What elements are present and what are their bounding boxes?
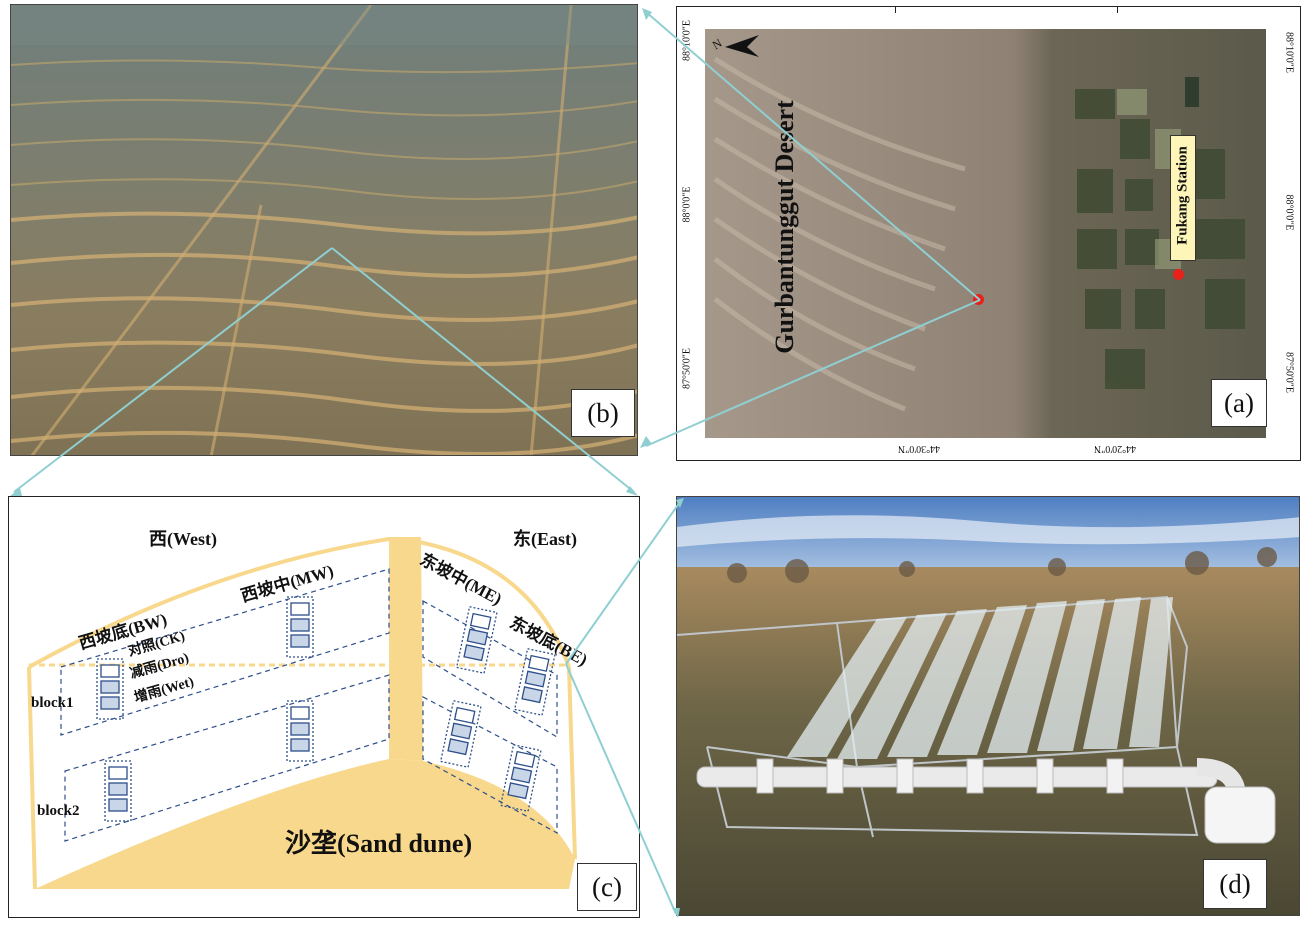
station-label: Fukang Station [1174, 146, 1191, 245]
plot-mw-block2 [286, 700, 314, 762]
lon-tick-left-3: 87°50'0"E [681, 348, 693, 389]
sand-dune-diagram [27, 537, 577, 890]
study-site-dot [973, 294, 984, 305]
plot-bw-block1 [96, 658, 124, 720]
panel-d-label: (d) [1203, 859, 1267, 909]
lon-tick-right-3: 87°50'0"E [1283, 352, 1295, 393]
top-tick-mark [1117, 7, 1118, 13]
sand-dune-label: 沙垄(Sand dune) [285, 829, 473, 858]
lon-tick-left-2: 88°0'0"E [681, 186, 693, 223]
panel-b-desert-photo: (b) [10, 4, 638, 456]
panel-c-label: (c) [577, 863, 637, 911]
north-arrow-icon [725, 35, 759, 57]
top-tick-mark [895, 7, 896, 13]
panel-a-satellite-map: N Gurbantunggut Desert Fukang Station 88… [676, 6, 1301, 461]
lat-tick-1: 44°30'0"N [897, 443, 941, 454]
lon-tick-left-1: 88°10'0"E [681, 20, 693, 61]
plot-mw-block1 [286, 596, 314, 658]
lon-tick-right-1: 88°10'0"E [1283, 32, 1295, 73]
block1-label: block1 [31, 695, 74, 711]
panel-d-field-photo: (d) [676, 496, 1300, 916]
fukang-station-dot [1173, 269, 1184, 280]
plot-bw-block2 [104, 760, 132, 822]
block2-label: block2 [37, 803, 80, 819]
desert-aerial-photo [11, 5, 637, 455]
east-label: 东(East) [513, 529, 577, 549]
west-label: 西(West) [149, 529, 217, 549]
panel-c-design-diagram: 西(West) 东(East) 西坡底(BW) 西坡中(MW) 东坡中(ME) … [8, 496, 640, 918]
plot-me-block2 [439, 699, 482, 768]
plot-be-block1 [513, 647, 556, 716]
rain-shelter-photo [677, 497, 1299, 915]
desert-label: Gurbantunggut Desert [770, 100, 799, 354]
station-label-box [1170, 135, 1196, 261]
lat-tick-2: 44°20'0"N [1093, 443, 1137, 454]
panel-b-label: (b) [571, 389, 635, 437]
lon-tick-right-2: 88°0'0"E [1283, 194, 1295, 231]
plot-be-block2 [499, 743, 542, 812]
panel-a-label: (a) [1211, 379, 1267, 427]
